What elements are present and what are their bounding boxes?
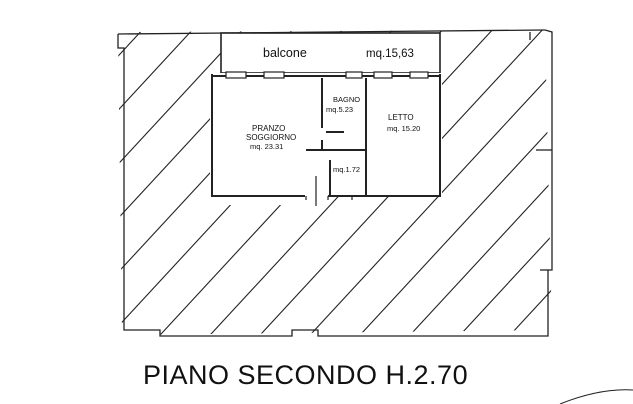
balcony-area-label: mq.15,63 — [366, 48, 414, 60]
hatch-line — [118, 30, 271, 335]
hatch-line — [118, 30, 221, 335]
living-room-area-label: mq. 23.31 — [250, 142, 283, 151]
building-outline — [117, 29, 553, 337]
hatch-line — [449, 30, 552, 335]
interior-walls — [306, 78, 367, 196]
hatch-line — [199, 30, 552, 335]
bathroom-label: BAGNO — [333, 95, 360, 104]
bedroom-label: LETTO — [388, 113, 414, 122]
hatch-line — [549, 30, 552, 335]
bathroom-area-label: mq.5.23 — [326, 105, 353, 114]
bedroom-area-label: mq. 15.20 — [387, 124, 420, 133]
balcony-label: balcone — [263, 46, 307, 60]
hallway-area-label: mq.1.72 — [333, 165, 360, 174]
apartment — [210, 32, 442, 206]
floor-title: PIANO SECONDO H.2.70 — [143, 360, 469, 390]
living-room-label-1: PRANZO — [252, 124, 285, 133]
hatch-line — [600, 0, 633, 400]
corner-arc — [559, 389, 633, 404]
hatch-line — [499, 30, 552, 335]
hatch-line — [149, 30, 521, 335]
living-room-label-2: SOGGIORNO — [246, 133, 296, 142]
hatch-line — [118, 30, 171, 335]
